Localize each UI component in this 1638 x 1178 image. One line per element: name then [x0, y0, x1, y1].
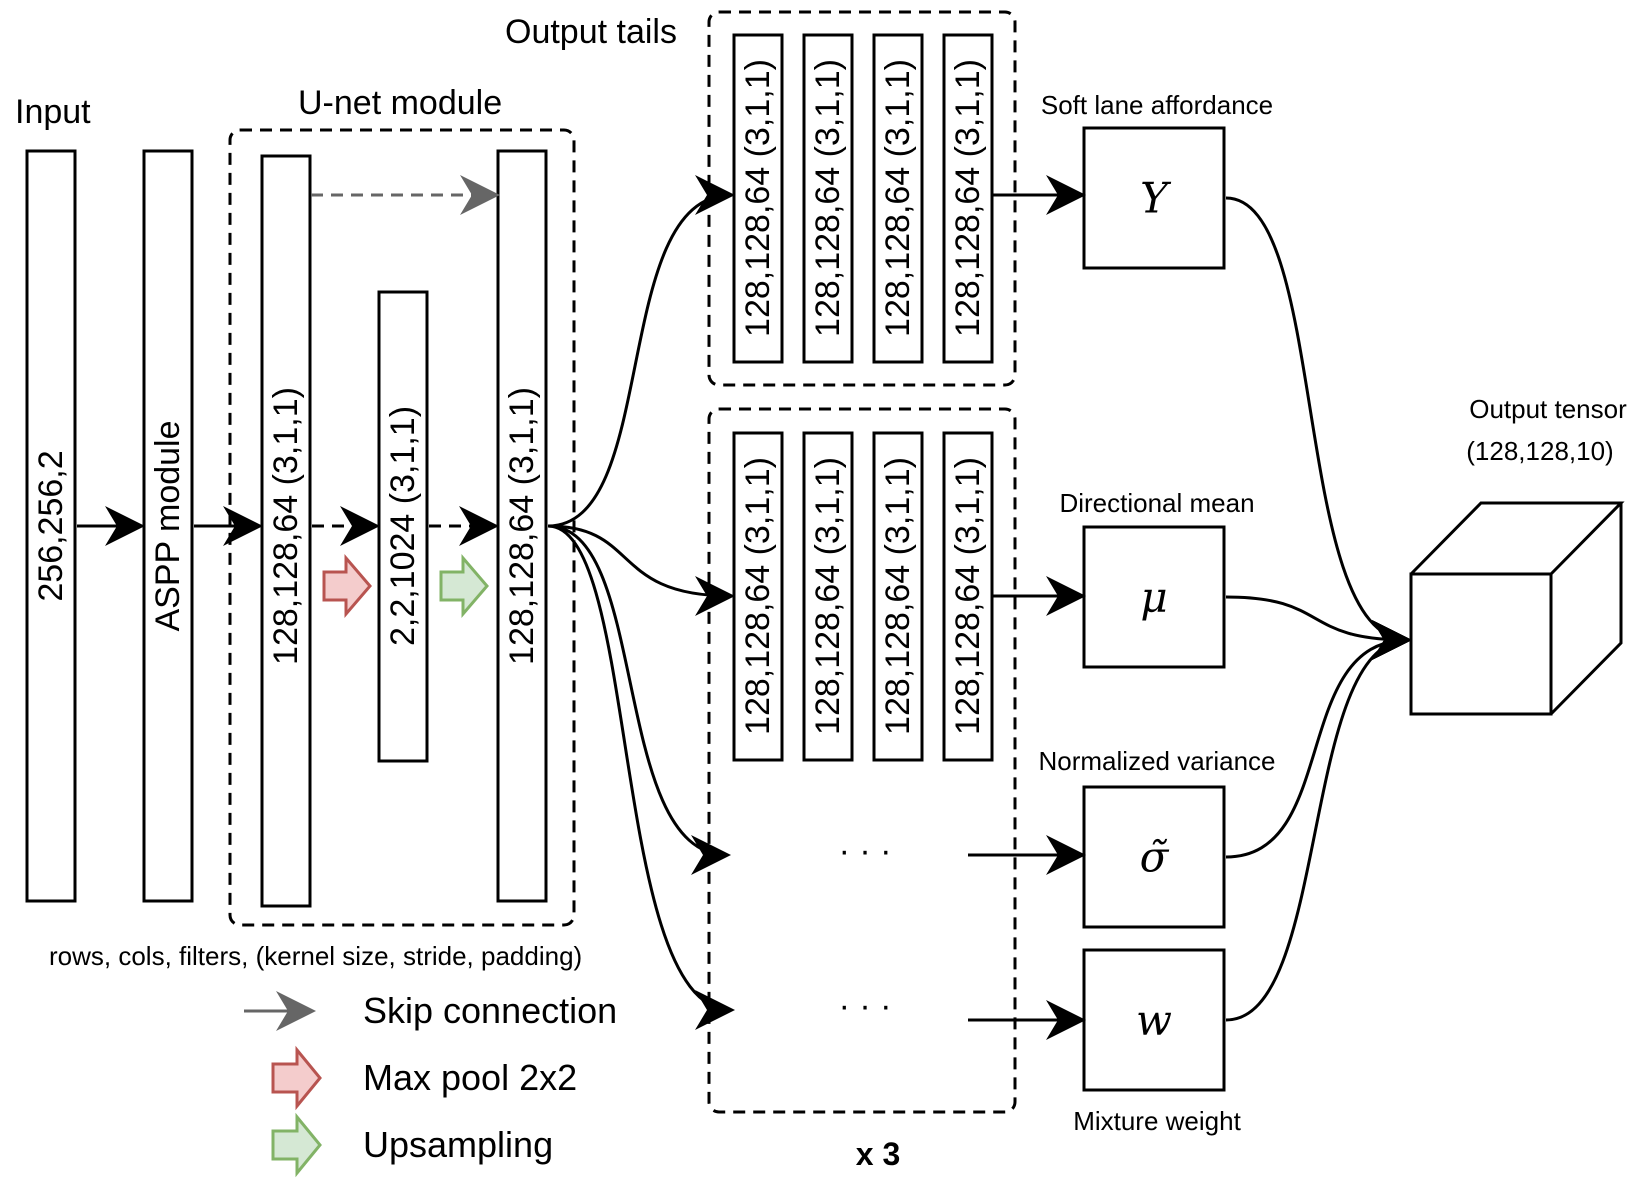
times-three-label: x 3 [856, 1136, 900, 1172]
w-output-box [1082, 948, 1226, 1092]
normalized-variance-label: Normalized variance [1039, 746, 1276, 776]
legend-maxpool-label: Max pool 2x2 [363, 1057, 577, 1098]
curve-w-to-tensor [1225, 620, 1412, 1022]
tail-bottom-3-label: 128,128,64 (3,1,1) [879, 457, 917, 735]
tail-bottom-2-label: 128,128,64 (3,1,1) [809, 457, 847, 735]
directional-mean-label: Directional mean [1059, 488, 1254, 518]
legend-maxpool-icon [271, 1045, 322, 1111]
tail-top-1: 128,128,64 (3,1,1) [732, 33, 784, 364]
tail-bottom-2: 128,128,64 (3,1,1) [802, 431, 854, 762]
tail-top-4: 128,128,64 (3,1,1) [942, 33, 994, 364]
y-output-symbol: Y [1140, 174, 1172, 223]
input-block-label: 256,256,2 [32, 450, 70, 601]
input-block [25, 149, 77, 903]
curve-to-top-tail [547, 175, 735, 528]
tail-top-3: 128,128,64 (3,1,1) [872, 33, 924, 364]
legend: Skip connection Max pool 2x2 Upsampling [244, 990, 617, 1178]
ellipsis-variance-row: · · · [839, 832, 892, 870]
output-tails-bottom-frame [707, 407, 1017, 1114]
ellipsis-weight-row: · · · [839, 987, 892, 1025]
output-tensor-shape: (128,128,10) [1466, 436, 1613, 466]
legend-upsampling-label: Upsampling [363, 1124, 553, 1165]
curve-to-mean-tail [547, 524, 735, 616]
legend-upsampling-icon [271, 1112, 322, 1178]
tail-top-2-label: 128,128,64 (3,1,1) [809, 59, 847, 337]
tail-bottom-1-label: 128,128,64 (3,1,1) [739, 457, 777, 735]
unet-decoder-label: 128,128,64 (3,1,1) [503, 387, 541, 665]
tail-top-4-label: 128,128,64 (3,1,1) [949, 59, 987, 337]
sigma-output-box [1082, 785, 1226, 929]
maxpool-arrow-icon [322, 553, 372, 619]
aspp-block-label: ASPP module [149, 420, 187, 631]
tail-bottom-4: 128,128,64 (3,1,1) [942, 431, 994, 762]
curve-mu-to-tensor [1225, 595, 1412, 660]
mu-output-symbol: μ [1140, 573, 1167, 622]
curve-sigma-to-tensor [1225, 620, 1412, 859]
mu-output-box [1082, 525, 1226, 669]
unet-bottleneck-label: 2,2,1024 (3,1,1) [384, 406, 422, 646]
legend-skip-label: Skip connection [363, 990, 617, 1031]
tail-top-3-label: 128,128,64 (3,1,1) [879, 59, 917, 337]
output-tensor-cube-icon [1409, 501, 1625, 716]
unet-module-label: U-net module [298, 84, 502, 122]
y-output-box [1082, 126, 1226, 270]
caption-text: rows, cols, filters, (kernel size, strid… [49, 941, 582, 971]
input-label: Input [15, 93, 91, 131]
tail-bottom-1: 128,128,64 (3,1,1) [732, 431, 784, 762]
output-tensor-label: Output tensor [1469, 394, 1627, 424]
curve-to-variance-tail [547, 524, 731, 875]
upsampling-arrow-icon [439, 553, 489, 619]
sigma-output-symbol: σ̃ [1140, 833, 1170, 882]
soft-lane-affordance-label: Soft lane affordance [1041, 90, 1273, 120]
w-output-symbol: w [1136, 996, 1172, 1045]
curve-to-weight-tail [547, 524, 735, 1030]
tail-top-1-label: 128,128,64 (3,1,1) [739, 59, 777, 337]
output-tails-label: Output tails [505, 13, 677, 51]
tail-bottom-4-label: 128,128,64 (3,1,1) [949, 457, 987, 735]
tail-top-2: 128,128,64 (3,1,1) [802, 33, 854, 364]
tail-bottom-3: 128,128,64 (3,1,1) [872, 431, 924, 762]
mixture-weight-label: Mixture weight [1073, 1106, 1241, 1136]
unet-encoder-label: 128,128,64 (3,1,1) [267, 387, 305, 665]
curve-y-to-tensor [1225, 196, 1412, 660]
